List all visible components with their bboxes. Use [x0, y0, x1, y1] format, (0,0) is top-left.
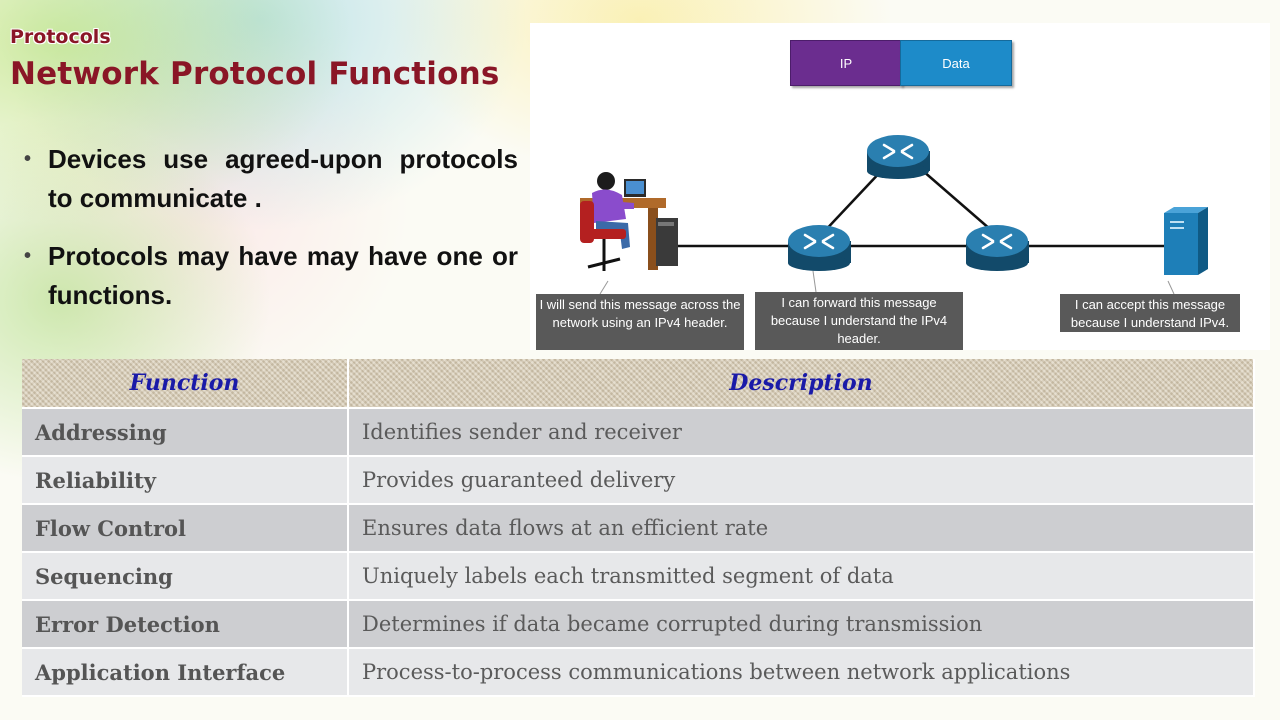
table-row: Flow Control Ensures data flows at an ef…	[22, 504, 1255, 553]
table-header-row: Function Description	[22, 359, 1255, 409]
data-payload-block: Data	[900, 40, 1012, 86]
column-header-function: Function	[22, 359, 349, 409]
table-row: Reliability Provides guaranteed delivery	[22, 456, 1255, 505]
function-cell: Reliability	[22, 456, 349, 505]
function-cell: Addressing	[22, 408, 349, 457]
description-cell: Uniquely labels each transmitted segment…	[348, 552, 1255, 601]
section-label: Protocols	[10, 26, 111, 48]
ip-header-block: IP	[790, 40, 902, 86]
callout-pointers	[599, 270, 1175, 295]
function-cell: Application Interface	[22, 648, 349, 697]
table-row: Application Interface Process-to-process…	[22, 648, 1255, 697]
page-title: Network Protocol Functions	[10, 56, 500, 92]
protocol-functions-table: Function Description Addressing Identifi…	[22, 359, 1255, 697]
server-callout: I can accept this message because I unde…	[1060, 294, 1240, 332]
user-at-computer-icon	[580, 172, 678, 271]
description-cell: Ensures data flows at an efficient rate	[348, 504, 1255, 553]
table-row: Sequencing Uniquely labels each transmit…	[22, 552, 1255, 601]
router-icon	[966, 225, 1029, 271]
column-header-description: Description	[348, 359, 1255, 409]
router-callout: I can forward this message because I und…	[755, 292, 963, 350]
bullet-item: Protocols may have may have one or funct…	[24, 237, 518, 315]
description-cell: Identifies sender and receiver	[348, 408, 1255, 457]
network-topology	[580, 135, 1208, 295]
table-row: Addressing Identifies sender and receive…	[22, 408, 1255, 457]
function-cell: Sequencing	[22, 552, 349, 601]
server-icon	[1164, 207, 1208, 275]
pc-callout: I will send this message across the netw…	[536, 294, 744, 350]
table-row: Error Detection Determines if data becam…	[22, 600, 1255, 649]
description-cell: Determines if data became corrupted duri…	[348, 600, 1255, 649]
router-icon	[788, 225, 851, 271]
bullet-list: Devices use agreed-upon protocols to com…	[24, 140, 518, 334]
function-cell: Error Detection	[22, 600, 349, 649]
description-cell: Provides guaranteed delivery	[348, 456, 1255, 505]
router-icon	[867, 135, 930, 179]
description-cell: Process-to-process communications betwee…	[348, 648, 1255, 697]
bullet-item: Devices use agreed-upon protocols to com…	[24, 140, 518, 218]
function-cell: Flow Control	[22, 504, 349, 553]
network-diagram: IP Data I will send this message across …	[530, 23, 1270, 350]
